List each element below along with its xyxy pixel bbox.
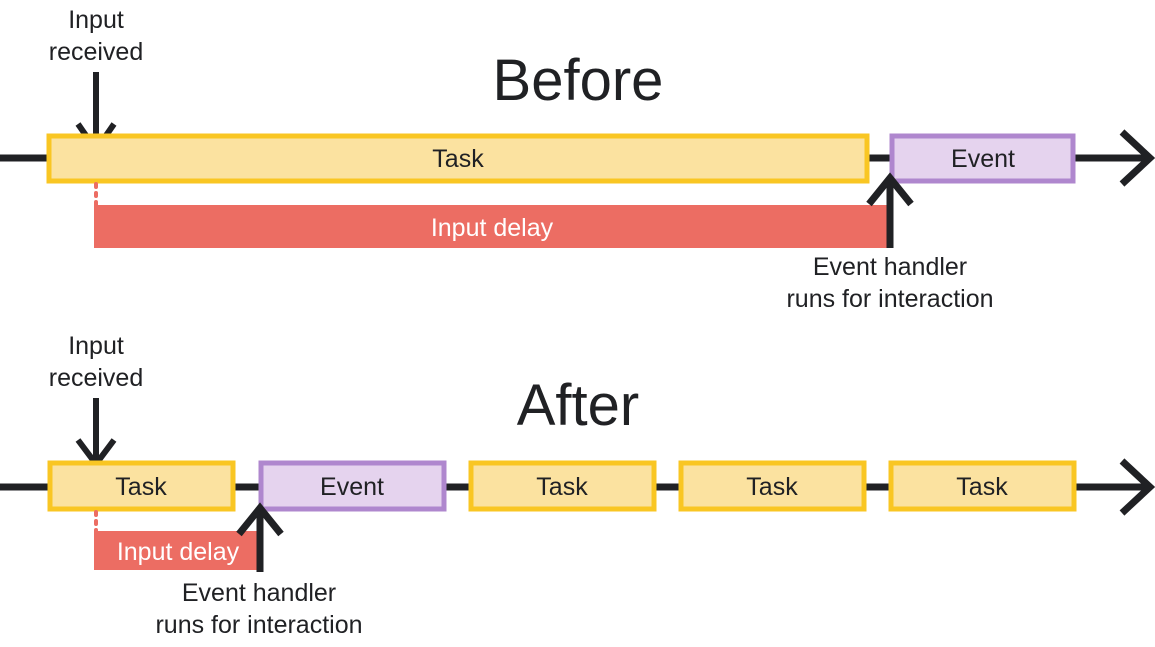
after-task-label-2: Task: [536, 473, 588, 501]
after-timeline-axis: [0, 458, 1155, 516]
before-timeline-axis: [0, 129, 1155, 187]
before-input-received-line1: Input: [68, 6, 124, 34]
before-handler-note-line2: runs for interaction: [786, 285, 993, 313]
after-task-label-3: Task: [746, 473, 798, 501]
after-input-received-arrow: [75, 398, 117, 469]
before-handler-note-line1: Event handler: [813, 253, 967, 281]
before-input-received-line2: received: [49, 38, 144, 66]
after-handler-note-line1: Event handler: [182, 579, 336, 607]
after-task-label-4: Task: [956, 473, 1008, 501]
after-input-delay-bar: Input delay: [94, 531, 262, 570]
before-event-handler-arrow: [866, 172, 914, 248]
after-task-block-3[interactable]: Task: [678, 460, 867, 512]
before-input-delay-bar: Input delay: [94, 205, 889, 248]
after-task-label-1: Task: [115, 473, 167, 501]
after-event-block[interactable]: Event: [258, 460, 447, 512]
before-event-label: Event: [951, 145, 1015, 173]
before-input-delay-label: Input delay: [431, 214, 554, 242]
after-event-label: Event: [320, 473, 384, 501]
before-event-block[interactable]: Event: [889, 133, 1076, 184]
before-task-label: Task: [432, 145, 484, 173]
after-input-delay-label: Input delay: [117, 538, 240, 566]
after-input-received-line2: received: [49, 364, 144, 392]
before-heading: Before: [493, 48, 664, 113]
after-heading: After: [517, 373, 640, 438]
after-handler-note-line2: runs for interaction: [155, 611, 362, 639]
after-event-handler-arrow: [236, 502, 284, 572]
after-task-block-2[interactable]: Task: [468, 460, 657, 512]
after-input-received-line1: Input: [68, 332, 124, 360]
after-task-block-1[interactable]: Task: [47, 460, 236, 512]
after-task-block-4[interactable]: Task: [888, 460, 1077, 512]
before-task-block[interactable]: Task: [46, 133, 870, 184]
